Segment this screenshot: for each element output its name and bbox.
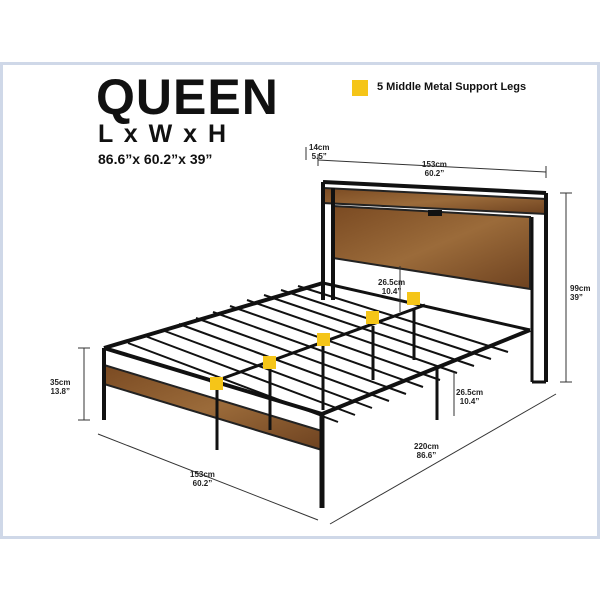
support-leg-markers xyxy=(210,292,420,390)
foot-height-label: 35cm 13.8” xyxy=(50,378,70,396)
foot-width-cm: 153cm xyxy=(190,470,215,479)
length-label: 220cm 86.6” xyxy=(414,442,439,460)
legend-swatch xyxy=(352,80,368,96)
height-in: 39” xyxy=(570,293,583,302)
dimension-lines xyxy=(78,147,572,525)
foot-width-label: 153cm 60.2” xyxy=(190,470,215,488)
frame-border-bottom xyxy=(0,536,600,539)
clearance-top-label: 26.5cm 10.4” xyxy=(378,278,405,296)
clearance-side-label: 26.5cm 10.4” xyxy=(456,388,483,406)
frame-border-left xyxy=(0,62,3,539)
length-cm: 220cm xyxy=(414,442,439,451)
foot-height-cm: 35cm xyxy=(50,378,71,387)
dimension-values: 86.6”x 60.2”x 39” xyxy=(98,151,213,167)
height-label: 99cm 39” xyxy=(570,284,590,302)
shelf-depth-label: 14cm 5.5” xyxy=(309,143,329,161)
clearance-top-in: 10.4” xyxy=(381,287,402,296)
legend-text: 5 Middle Metal Support Legs xyxy=(377,81,527,93)
head-width-cm: 153cm xyxy=(422,160,447,169)
frame-rails xyxy=(102,281,531,508)
head-width-in: 60.2” xyxy=(424,169,445,178)
height-cm: 99cm xyxy=(570,284,591,293)
frame-border-top xyxy=(0,62,600,65)
head-width-label: 153cm 60.2” xyxy=(422,160,447,178)
headboard xyxy=(321,180,548,384)
dimension-order-label: L x W x H xyxy=(98,120,229,148)
clearance-side-cm: 26.5cm xyxy=(456,388,484,397)
foot-height-in: 13.8” xyxy=(50,387,71,396)
frame-border-right xyxy=(597,62,600,539)
length-in: 86.6” xyxy=(416,451,437,460)
clearance-side-in: 10.4” xyxy=(459,397,480,406)
shelf-depth-cm: 14cm xyxy=(309,143,330,152)
shelf-depth-in: 5.5” xyxy=(311,152,327,161)
clearance-top-cm: 26.5cm xyxy=(378,278,406,287)
size-title: QUEEN xyxy=(96,69,279,125)
foot-width-in: 60.2” xyxy=(192,479,213,488)
